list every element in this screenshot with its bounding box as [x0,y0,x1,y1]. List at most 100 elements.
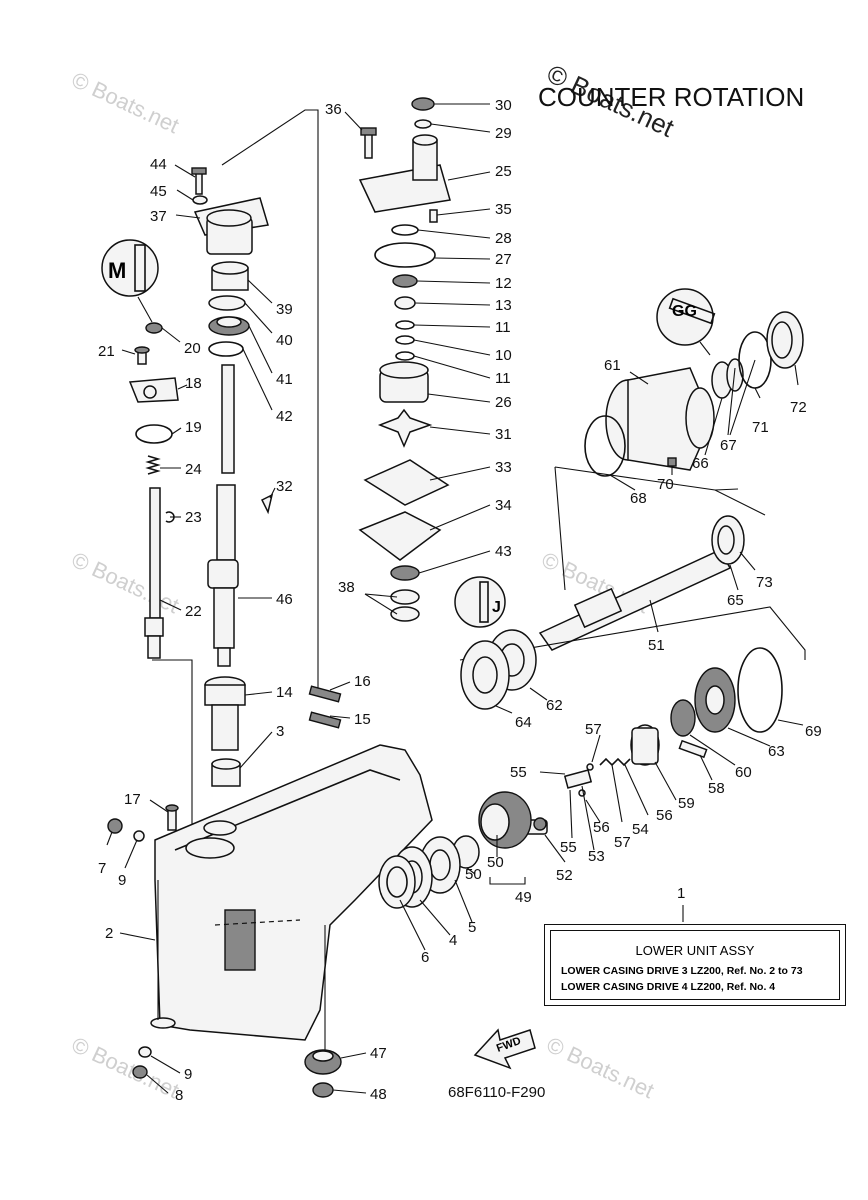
callout-17: 17 [124,791,141,808]
plunger-56 [563,769,593,789]
ring-10 [395,335,415,345]
callout-40: 40 [276,332,293,349]
callout-29: 29 [495,125,512,142]
callout-4: 4 [449,932,457,949]
seal-38b [390,606,420,622]
gasket-9 [133,830,145,842]
callout-32: 32 [276,478,293,495]
info-box-heading: LOWER UNIT ASSY [635,943,755,958]
washer-40 [208,295,246,311]
grommet-30 [411,97,435,111]
callout-33: 33 [495,459,512,476]
callout-54: 54 [632,821,649,838]
callout-64: 64 [515,714,532,731]
callout-36: 36 [325,101,342,118]
callout-41: 41 [276,371,293,388]
callout-9: 9 [118,872,126,889]
callout-27: 27 [495,251,512,268]
callout-69: 69 [805,723,822,740]
svg-text:GG: GG [672,303,697,320]
propeller-shaft-51 [538,549,732,651]
nut-48 [312,1082,334,1098]
callout-numbers: 30 29 25 35 28 27 12 13 11 10 11 26 31 3… [98,97,822,1104]
callout-21: 21 [98,343,115,360]
callout-3: 3 [276,723,284,740]
callout-62: 62 [546,697,563,714]
callout-70: 70 [657,476,674,493]
housing-18 [128,377,179,403]
shim-6 [378,855,416,909]
callout-73: 73 [756,574,773,591]
shift-rod-22 [144,487,164,659]
o-ring-42 [208,341,244,357]
callout-45: 45 [150,183,167,200]
callout-11b: 11 [495,370,511,387]
spring-54 [599,757,631,767]
callout-23: 23 [185,509,202,526]
callout-55b: 55 [560,839,577,856]
svg-text:J: J [492,599,501,616]
callout-55: 55 [510,764,527,781]
callout-46: 46 [276,591,293,608]
pin-58 [678,739,708,759]
callout-52: 52 [556,867,573,884]
pinion-gear-47 [304,1049,342,1075]
spring-60 [670,699,696,737]
callout-31: 31 [495,426,512,443]
gear-63 [694,667,736,733]
callout-57: 57 [585,721,602,738]
housing-37 [193,197,269,255]
callout-61: 61 [604,357,621,374]
cup-13 [394,296,416,310]
callout-72: 72 [790,399,807,416]
callout-57b: 56 [593,819,610,836]
callout-18: 18 [185,375,202,392]
callout-1: 1 [677,885,685,902]
lube-symbol-j: J [454,576,506,628]
lower-casing-2 [150,744,433,1041]
seal-41 [208,316,250,336]
callout-56b: 56 [656,807,673,824]
callout-19: 19 [185,419,202,436]
fitting-17 [165,804,179,831]
callout-22: 22 [185,603,202,620]
seal-43 [390,565,420,581]
bearing-housing-61 [605,367,715,471]
callout-50b: 50 [465,866,482,883]
pin-70 [667,457,677,467]
callout-2: 2 [105,925,113,942]
watermark: © Boats.net [68,1032,183,1103]
seal-38a [390,589,420,605]
callout-68: 68 [630,490,647,507]
watermark: © Boats.net [68,67,183,138]
bolt-44 [191,167,207,195]
drive-shaft-upper [221,364,235,474]
lube-symbol-gg: GG [656,288,716,356]
seal-12 [392,274,418,288]
callout-51: 51 [648,637,665,654]
ring-29 [414,119,432,129]
callout-12: 12 [495,275,512,292]
bearing-39 [211,261,249,291]
fwd-arrow-icon: FWD [473,1028,536,1070]
callout-71: 71 [752,419,769,436]
callout-10: 10 [495,347,512,364]
callout-13: 13 [495,297,512,314]
callout-16: 16 [354,673,371,690]
shim-69 [737,647,783,733]
clutch-dog-59 [630,724,660,766]
callout-28: 28 [495,230,512,247]
callout-39: 39 [276,301,293,318]
ring-66 [711,358,744,399]
shim-15 [308,711,342,729]
spring-24 [145,455,161,475]
bearing-73 [711,515,745,565]
reverse-gear-50 [478,791,532,849]
drawing-code: 68F6110-F290 [448,1084,545,1101]
lube-symbol-m: M [101,239,159,323]
callout-42: 42 [276,408,293,425]
insert-26 [379,361,429,403]
gasket-34 [358,511,442,561]
callout-60: 60 [735,764,752,781]
